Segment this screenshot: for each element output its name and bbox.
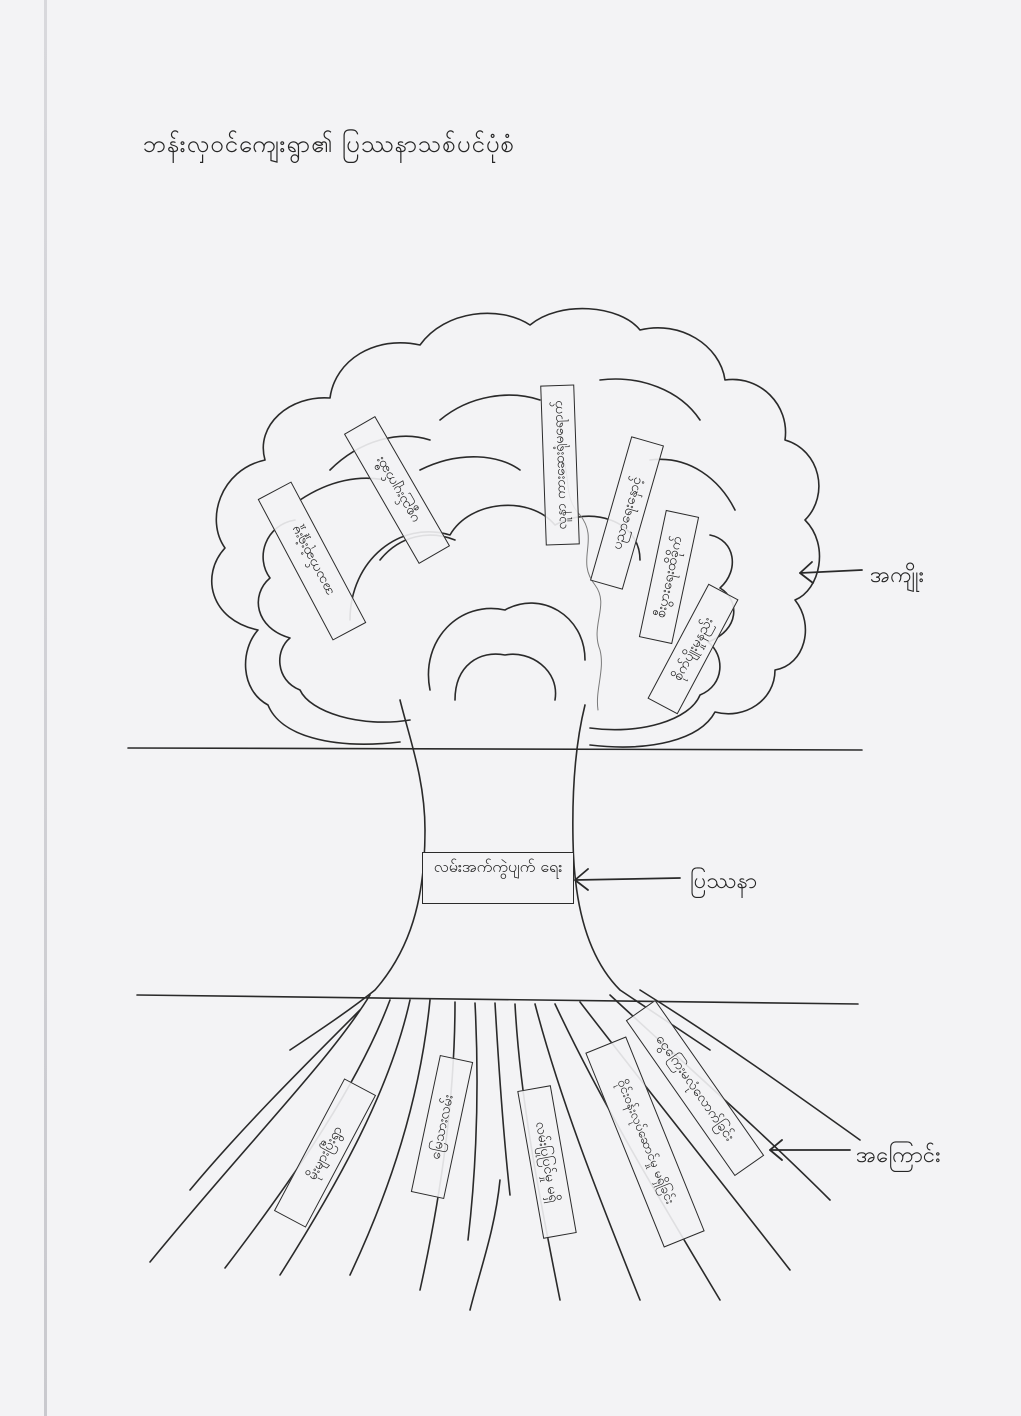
page-title: ဘန်းလှဝင်ကျေးရွာ၏ ပြဿနာသစ်ပင်ပုံစံ: [143, 128, 515, 164]
lower-divider: [137, 995, 858, 1004]
problem-box: လမ်းအက်ကွဲပျက် ရေး: [422, 852, 574, 904]
arrow-roots: [770, 1140, 850, 1160]
label-roots: အကြောင်း: [856, 1140, 941, 1173]
effect-tag: လူနာ ကားဆေးရုံမရောက်: [540, 384, 580, 545]
upper-divider: [128, 748, 862, 750]
arrow-branches: [800, 562, 862, 583]
arrow-trunk: [575, 869, 680, 890]
label-branches: အကျိုး: [870, 560, 924, 593]
label-trunk: ပြဿနာ: [690, 866, 757, 899]
